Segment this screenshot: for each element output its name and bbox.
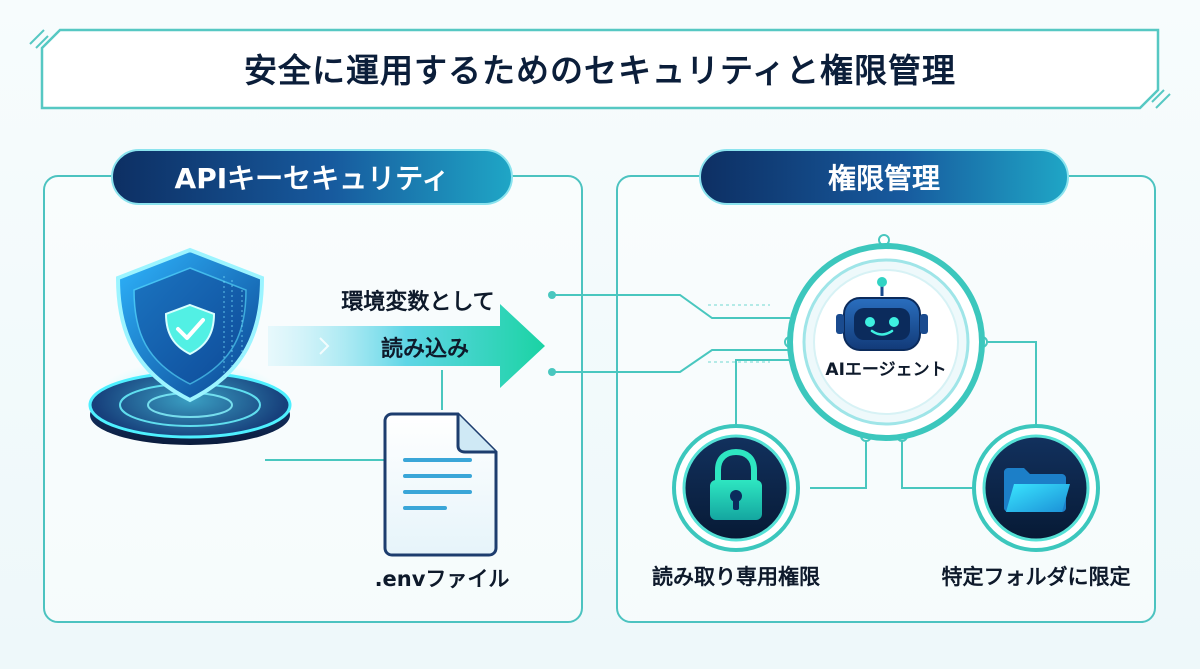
arrow-label-line2: 読み込み bbox=[381, 336, 469, 362]
readonly-permission-label: 読み取り専用権限 bbox=[652, 565, 820, 589]
right-panel: 権限管理 bbox=[548, 149, 1156, 623]
lock-icon bbox=[710, 448, 762, 520]
page-title: 安全に運用するためのセキュリティと権限管理 bbox=[244, 51, 956, 90]
permission-management-title: 権限管理 bbox=[828, 162, 940, 195]
load-env-arrow bbox=[268, 304, 545, 388]
title-banner: 安全に運用するためのセキュリティと権限管理 bbox=[29, 28, 1171, 110]
folder-limit-label: 特定フォルダに限定 bbox=[942, 565, 1131, 589]
permission-management-header: 権限管理 bbox=[699, 149, 1069, 205]
folder-icon bbox=[1004, 468, 1070, 512]
ai-agent-node: AIエージェント bbox=[787, 243, 985, 441]
robot-icon bbox=[836, 277, 928, 351]
ai-agent-label: AIエージェント bbox=[825, 360, 946, 380]
api-key-security-title: APIキーセキュリティ bbox=[175, 162, 450, 195]
left-panel: APIキーセキュリティ 環境変数として 読み込み bbox=[43, 149, 583, 623]
api-key-security-header: APIキーセキュリティ bbox=[111, 149, 513, 205]
shield-icon bbox=[88, 247, 292, 445]
readonly-permission-node bbox=[672, 424, 800, 552]
env-file-label: .envファイル bbox=[375, 567, 510, 591]
arrow-label-line1: 環境変数として bbox=[341, 289, 494, 315]
env-file-icon bbox=[383, 412, 498, 557]
folder-limit-node bbox=[972, 424, 1100, 552]
